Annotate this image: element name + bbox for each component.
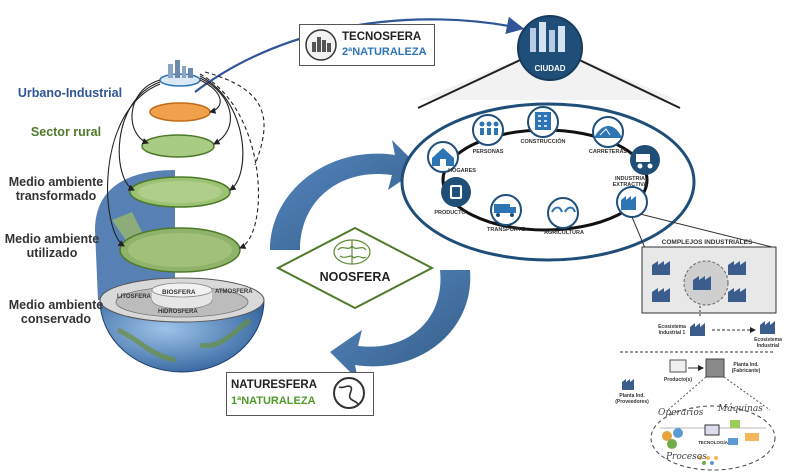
node-label-agricultura: AGRICULTURA [544,230,584,236]
naturesfera-subtitle: 1ªNATURALEZA [231,395,316,407]
label-ecosistema-1: Ecosistema Industrial 1 [658,324,686,336]
tecnosfera-title: TECNOSFERA [342,31,422,43]
procesos-icon [698,456,718,465]
cycle-arrow-upper [270,140,420,250]
cycle-node-transporte [490,194,522,226]
cycle-node-agricultura [547,197,579,229]
noosfera-diamond [275,226,435,310]
label-atmosfera: ATMOSFERA [215,289,253,295]
maquinas-icon [728,420,759,445]
label-hidrosfera: HIDROSFERA [158,309,198,315]
label-planta-fabricante: Planta Ind. (Fabricante) [731,362,761,374]
cycle-node-personas [472,114,504,146]
rural-disk [141,134,215,158]
label-planta-proveedores: Planta Ind. (Proveedores) [615,393,649,405]
tecnosfera-box: TECNOSFERA 2ªNATURALEZA [299,24,435,66]
label-urbano-industrial: Urbano-Industrial [17,86,123,100]
cycle-node-hogares [427,141,459,173]
tecnosfera-subtitle: 2ªNATURALEZA [342,46,427,58]
complejos-title: COMPLEJOS INDUSTRIALES [661,239,753,246]
node-label-construccion: CONSTRUCCIÓN [520,139,566,145]
naturesfera-title: NATURESFERA [231,379,318,391]
globe-stack [95,60,265,373]
label-tecnologia: TECNOLOGÍA [698,440,728,445]
node-label-producto: PRODUCTO [434,210,466,216]
cycle-node-factory [616,186,648,218]
noosfera-label: NOOSFERA [319,270,391,284]
label-maquinas: Máquinas [718,404,763,414]
label-medio-transformado: Medio ambiente transformado [8,175,104,204]
city-skyline-icon [305,29,337,61]
cycle-node-carreteras [592,116,624,148]
naturesfera-box: NATURESFERA 1ªNATURALEZA [226,372,374,416]
factory-cluster [652,261,746,302]
cycle-node-producto [441,177,471,207]
node-label-transporte: TRANSPORTE [487,227,525,233]
brain-icon [333,239,371,265]
node-label-personas: PERSONAS [472,149,504,155]
label-biosfera: BIOSFERA [162,289,196,296]
cycle-node-construccion [527,106,559,138]
label-sector-rural: Sector rural [30,125,102,139]
cycle-arrow-lower [330,270,471,380]
urbano-orange-disk [149,102,211,122]
node-label-hogares: HOGARES [448,168,476,174]
label-ecosistema-n: Ecosistema Industrial [754,337,782,349]
label-medio-conservado: Medio ambiente conservado [8,298,104,327]
operarios-icon [662,428,683,449]
node-label-extractiva: INDUSTRIA EXTRACTIVA [612,176,648,188]
ciudad-label: CIUDAD [534,64,566,73]
label-procesos: Procesos [666,452,707,462]
label-productos: Producto(s) [663,377,693,383]
tecnologia-oval [650,405,776,471]
label-medio-utilizado: Medio ambiente utilizado [4,232,100,261]
node-label-carreteras: CARRETERAS [588,149,628,155]
label-litosfera: LITOSFERA [117,294,151,300]
globe-outline-icon [333,377,365,409]
ciudad-node [417,15,681,109]
cycle-node-extractiva [630,145,660,175]
label-operarios: Operarios [658,408,704,418]
